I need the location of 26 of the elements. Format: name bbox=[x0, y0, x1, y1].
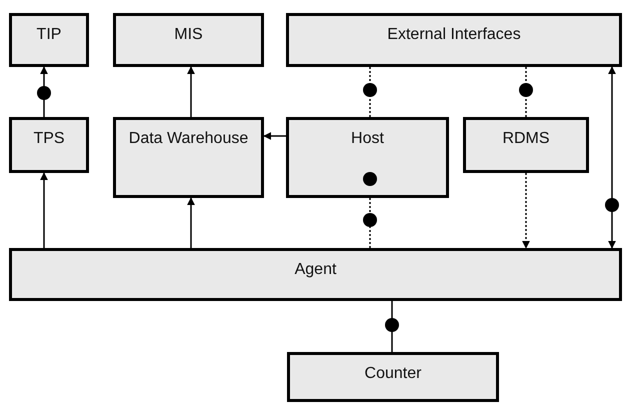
arrow bbox=[263, 132, 286, 140]
box-label: External Interfaces bbox=[386, 25, 522, 45]
process-box bbox=[9, 117, 89, 173]
arrow bbox=[187, 197, 195, 248]
box-label: Agent bbox=[294, 260, 338, 280]
process-box bbox=[9, 13, 89, 67]
process-box bbox=[286, 13, 622, 67]
box-label: TPS bbox=[32, 129, 66, 149]
process-box bbox=[113, 117, 264, 198]
process-box bbox=[463, 117, 589, 173]
box-label: TIP bbox=[36, 25, 62, 45]
arrow bbox=[40, 66, 48, 117]
box-label: MIS bbox=[173, 25, 204, 45]
arrow bbox=[187, 66, 195, 117]
box-label: Counter bbox=[364, 364, 422, 384]
box-label: Host bbox=[350, 129, 385, 149]
arrow bbox=[522, 173, 530, 249]
process-box bbox=[113, 13, 264, 67]
arrow bbox=[40, 172, 48, 248]
box-label: Data Warehouse bbox=[128, 129, 250, 149]
process-box bbox=[9, 248, 622, 301]
connector-line bbox=[391, 301, 393, 352]
box-label: RDMS bbox=[501, 129, 551, 149]
process-box bbox=[287, 352, 499, 402]
process-box bbox=[286, 117, 449, 198]
arrow bbox=[608, 66, 616, 249]
